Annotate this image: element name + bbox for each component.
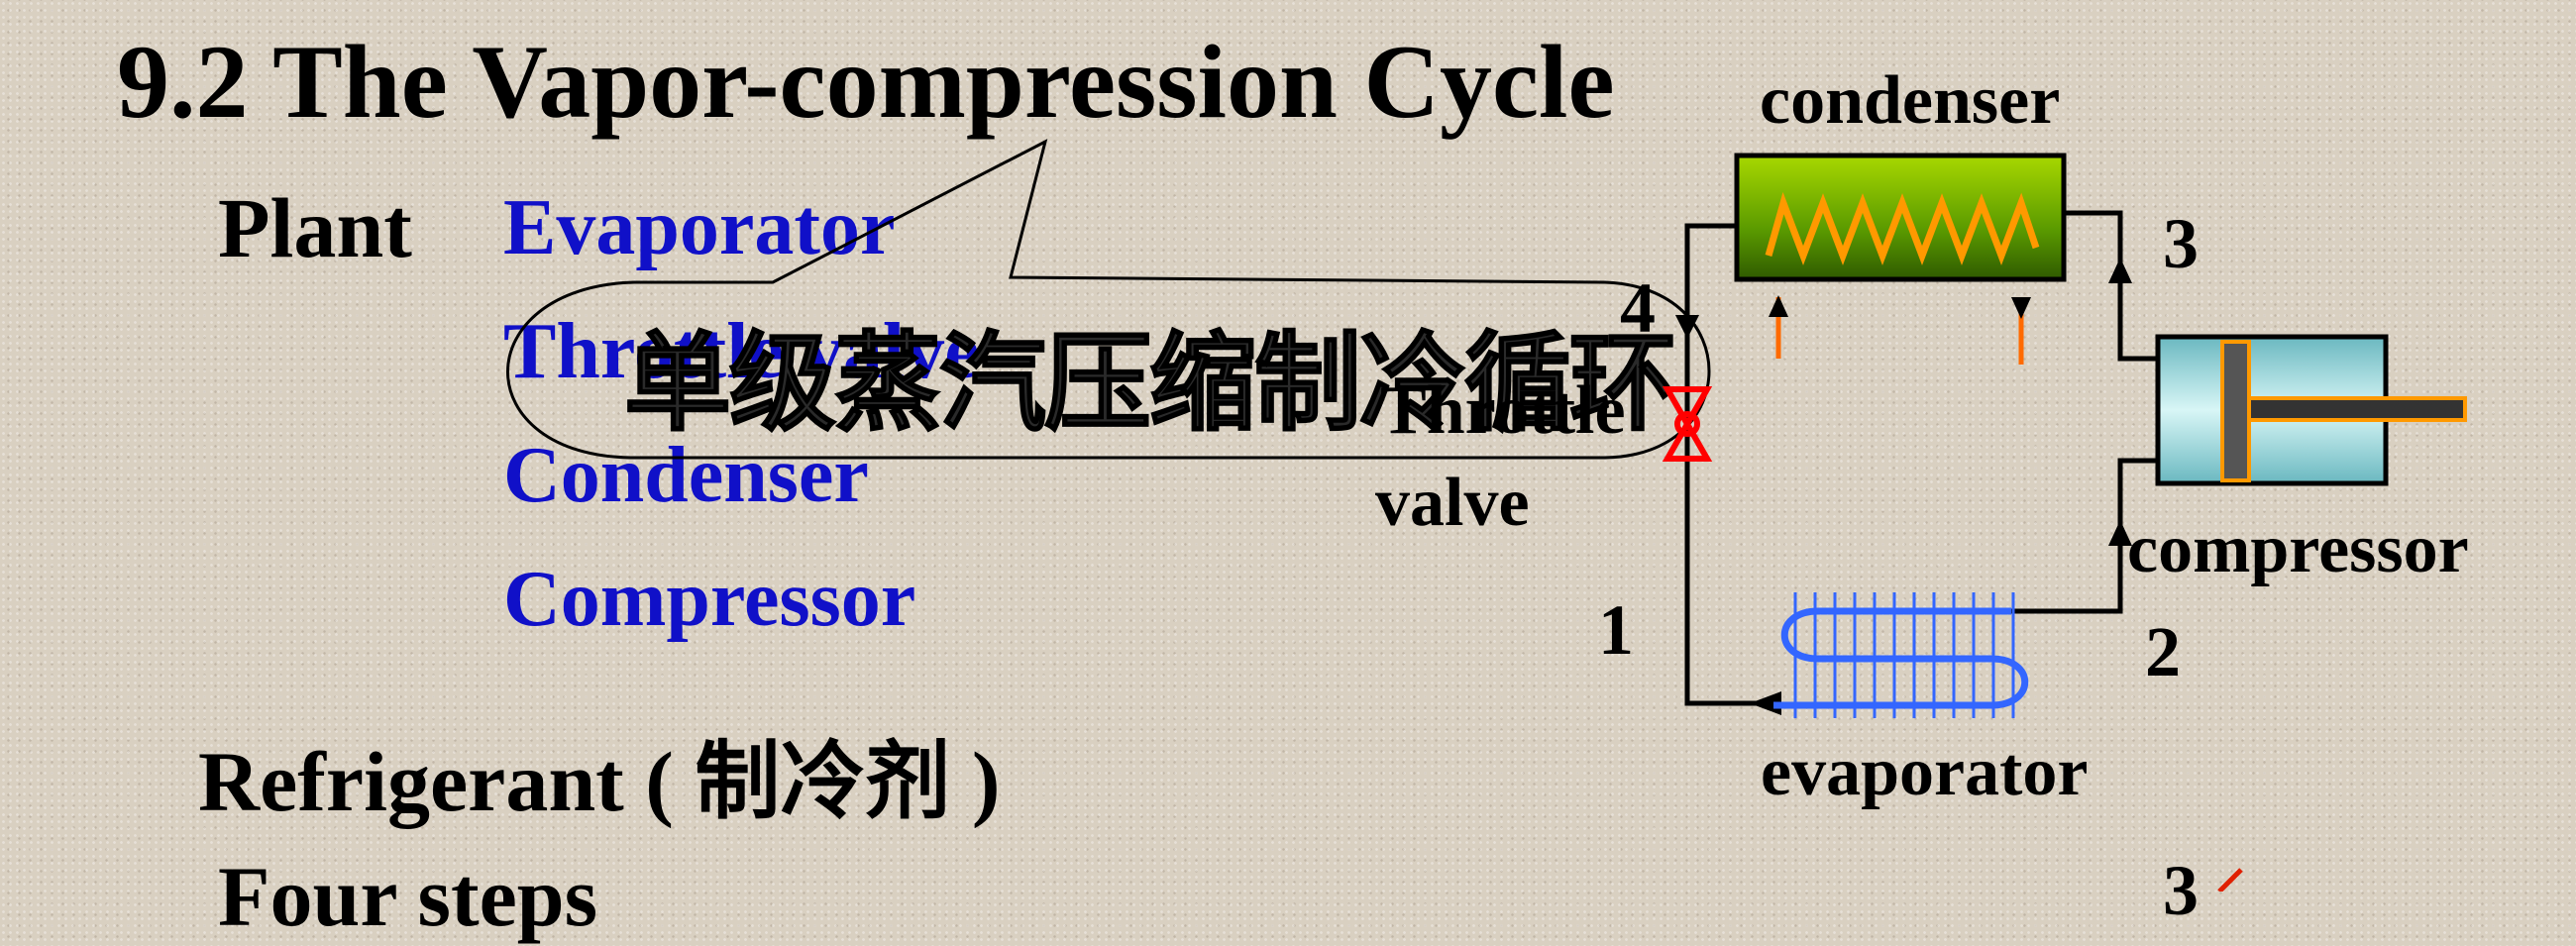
condenser-unit [1734,153,2067,365]
evaporator-label: evaporator [1761,734,2089,810]
evaporator-unit [1773,592,2029,718]
flow-arrows [1675,258,2132,715]
state-4-label: 4 [1620,268,1656,348]
compressor-label: compressor [2127,511,2469,587]
component-compressor: Compressor [503,556,916,643]
partial-red-mark [2217,868,2243,892]
state-3-label: 3 [2163,204,2199,283]
callout-text: 单级蒸汽压缩制冷循环 [623,321,1677,447]
throttle-label-line1: Throttle [1380,372,1626,449]
piping [1684,210,2158,706]
condenser-label: condenser [1760,62,2061,139]
compressor-unit [2155,334,2467,486]
plant-label: Plant [218,180,412,275]
component-throttle-valve: Throttle valve [503,308,980,395]
component-evaporator: Evaporator [503,184,896,271]
throttle-label-line2: valve [1375,465,1530,541]
throttle-valve-symbol [1662,386,1713,462]
state-2-label: 2 [2145,612,2181,691]
slide-title: 9.2 The Vapor-compression Cycle [117,24,1615,140]
state-1-label: 1 [1598,590,1634,670]
refrigerant-label: Refrigerant ( 制冷剂 ) [198,734,1001,829]
cycle-diagram [1662,153,2467,892]
